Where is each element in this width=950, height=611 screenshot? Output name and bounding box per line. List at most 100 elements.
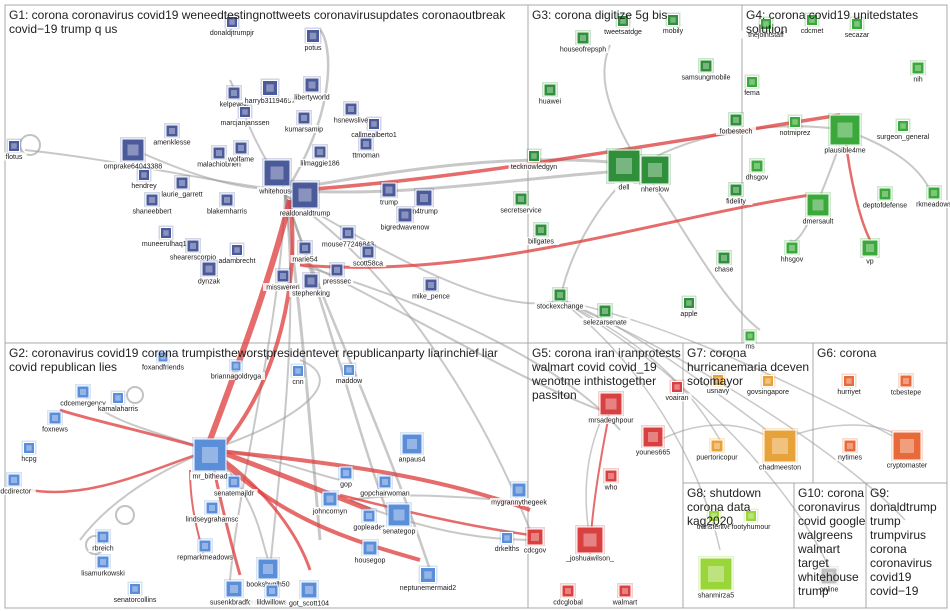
- node-forbestech[interactable]: forbestech: [716, 112, 756, 136]
- node-huawei[interactable]: huawei: [537, 82, 563, 106]
- node-notmiprez[interactable]: notmiprez: [776, 114, 814, 138]
- node-neptunemermaid2[interactable]: neptunemermaid2: [399, 565, 457, 593]
- node-misswereri[interactable]: misswereri: [263, 268, 303, 292]
- node-presssec[interactable]: presssec: [320, 262, 354, 286]
- node-briannagoldryga[interactable]: briannagoldryga: [207, 359, 265, 381]
- node-johncornyn[interactable]: johncornyn: [310, 490, 350, 516]
- node-transferlive[interactable]: transferlive: [690, 508, 738, 532]
- node-voaIran[interactable]: voairan: [662, 379, 692, 403]
- node-stephenking[interactable]: stephenking: [289, 272, 333, 298]
- node-walmart[interactable]: walmart: [610, 583, 640, 607]
- node-deptofdefense[interactable]: deptofdefense: [859, 186, 911, 210]
- node-dhsgov[interactable]: dhsgov: [744, 158, 770, 182]
- node-cryptomaster[interactable]: cryptomaster: [883, 430, 931, 470]
- node-billgates[interactable]: billgates: [522, 222, 560, 246]
- node-puertoricopur[interactable]: puertoricopur: [691, 438, 743, 462]
- node-chase[interactable]: chase: [713, 250, 735, 274]
- node-maddow[interactable]: maddow: [336, 362, 363, 386]
- node-mouse77246843[interactable]: mouse77246843: [322, 225, 374, 249]
- node-stockexchange[interactable]: stockexchange: [534, 287, 586, 311]
- node-m4trump[interactable]: m4trump: [409, 188, 439, 216]
- node-susenkbradford[interactable]: susenkbradford: [206, 579, 262, 607]
- node-fidelity[interactable]: fidelity: [719, 182, 753, 206]
- node-tecknowledgyn[interactable]: tecknowledgyn: [508, 148, 560, 172]
- node-secazar[interactable]: secazar: [842, 16, 872, 40]
- node-fema[interactable]: fema: [742, 74, 762, 98]
- node-secretservice[interactable]: secretservice: [495, 191, 547, 215]
- node-housegop[interactable]: housegop: [353, 539, 387, 565]
- node-cdcmet[interactable]: cdcmet: [799, 12, 825, 36]
- node-trump[interactable]: trump: [378, 181, 400, 207]
- node-houseofrepsph[interactable]: houseofrepsph: [557, 30, 609, 54]
- node-laurie_garrett[interactable]: laurie_garrett: [154, 175, 210, 199]
- node-surgeon_general[interactable]: surgeon_general: [874, 118, 932, 142]
- node-cnn[interactable]: cnn: [290, 363, 306, 387]
- node-mobily[interactable]: mobily: [660, 12, 686, 36]
- node-donaldjtrumpjr[interactable]: donaldjtrumpjr: [204, 14, 260, 38]
- node-dmersault[interactable]: dmersault: [799, 192, 837, 226]
- node-callmeolberto1[interactable]: callmealberto1: [346, 116, 402, 140]
- node-realdonaldtrump[interactable]: realdonaldtrump: [276, 180, 334, 218]
- node-who[interactable]: who: [603, 468, 619, 492]
- node-cdcemergency[interactable]: cdcemergency: [59, 384, 107, 408]
- node-scott58ca[interactable]: scott58ca: [349, 244, 387, 268]
- node-cdcgov[interactable]: cdcgov: [522, 527, 548, 555]
- node-ms[interactable]: ms: [743, 329, 757, 351]
- node-wolfame[interactable]: wolfame: [226, 140, 256, 164]
- node-gop[interactable]: gop: [338, 465, 354, 489]
- node-whitehouse[interactable]: whitehouse: [257, 158, 297, 196]
- node-markmeadows[interactable]: rkmeadows: [915, 185, 950, 209]
- node-gopleader[interactable]: gopleader: [350, 508, 388, 532]
- node-foxandfriends[interactable]: foxandfriends: [137, 350, 189, 372]
- node-got_scott104[interactable]: got_scott104: [285, 580, 333, 608]
- node-harryb31194697[interactable]: harryb31194697: [242, 78, 298, 106]
- node-potus[interactable]: potus: [302, 27, 324, 53]
- node-adambrecht[interactable]: adambrecht: [217, 242, 257, 266]
- node-mike_pence[interactable]: mike_pence: [411, 277, 451, 301]
- node-cdcglobal[interactable]: cdcglobal: [549, 583, 587, 607]
- node-kelpewsc[interactable]: kelpewsc: [217, 85, 251, 109]
- node-tcbestepe[interactable]: tcbestepe: [887, 373, 925, 397]
- node-hurriyet[interactable]: hurriyet: [832, 373, 866, 397]
- node-kamalaharris[interactable]: kamalaharris: [94, 390, 142, 414]
- node-govsingapore[interactable]: govsingapore: [744, 373, 792, 397]
- node-anpaus4[interactable]: anpaus4: [397, 432, 427, 464]
- node-omprake[interactable]: omprake64043388: [104, 137, 162, 171]
- node-plausible4me[interactable]: plausible4me: [821, 113, 869, 155]
- node-hcpg[interactable]: hcpg: [19, 440, 39, 464]
- node-chadmeeston[interactable]: chadmeeston: [758, 428, 802, 472]
- node-dynzak[interactable]: dynzak: [196, 260, 222, 286]
- node-shearerscorpio[interactable]: shearerscorpio: [165, 238, 221, 262]
- node-amenklesse[interactable]: amenklesse: [152, 123, 192, 147]
- node-nih[interactable]: nih: [910, 60, 926, 84]
- node-apple[interactable]: apple: [678, 295, 700, 319]
- node-booksbyglh50[interactable]: booksbyglh50: [244, 557, 292, 589]
- node-shaneebbert[interactable]: shaneebbert: [130, 192, 174, 216]
- node-malachiobrien[interactable]: malachiobrien: [193, 145, 245, 169]
- node-shanmirza5[interactable]: shanmirza5: [696, 556, 736, 600]
- node-senategop[interactable]: senategop: [380, 502, 418, 536]
- node-hhsgov[interactable]: hhsgov: [779, 240, 805, 264]
- node-vp[interactable]: vp: [860, 238, 880, 266]
- node-nytimes[interactable]: nytimes: [835, 438, 865, 462]
- node-lindseygrahamsc[interactable]: lindseygrahamsc: [183, 500, 241, 524]
- node-mr_bithead[interactable]: mr_bithead: [190, 437, 230, 481]
- node-blakemharris[interactable]: blakemharris: [203, 192, 251, 216]
- node-muneerulhaq11[interactable]: muneerulhaq11: [140, 225, 192, 249]
- node-kumarsamip[interactable]: kumarsamip: [284, 110, 324, 134]
- node-thelibertyworld[interactable]: libertyworld: [288, 76, 336, 102]
- node-mygrannythegeek[interactable]: mygrannythegeek: [490, 481, 548, 507]
- node-ttmoman[interactable]: ttmoman: [351, 136, 381, 160]
- node-senatorcollins[interactable]: senatorcollins: [107, 581, 163, 605]
- node-usnavy[interactable]: usnavy: [705, 372, 731, 396]
- node-footyhumour[interactable]: footyhumour: [729, 508, 773, 532]
- node-rbreich[interactable]: rbreich: [88, 529, 118, 553]
- node-cdcdirector[interactable]: cdcdirector: [0, 472, 36, 496]
- node-dell[interactable]: dell: [606, 148, 642, 192]
- node-marcjanjanssen[interactable]: marcjanjanssen: [217, 104, 273, 128]
- node-repmarkmeadows[interactable]: repmarkmeadows: [177, 538, 233, 562]
- node-younes665[interactable]: younes665: [634, 425, 672, 457]
- node-senatemajldr[interactable]: senatemajldr: [210, 474, 258, 498]
- node-foxnews[interactable]: foxnews: [40, 410, 70, 434]
- node-bigredwavenow[interactable]: bigredwavenow: [379, 206, 431, 232]
